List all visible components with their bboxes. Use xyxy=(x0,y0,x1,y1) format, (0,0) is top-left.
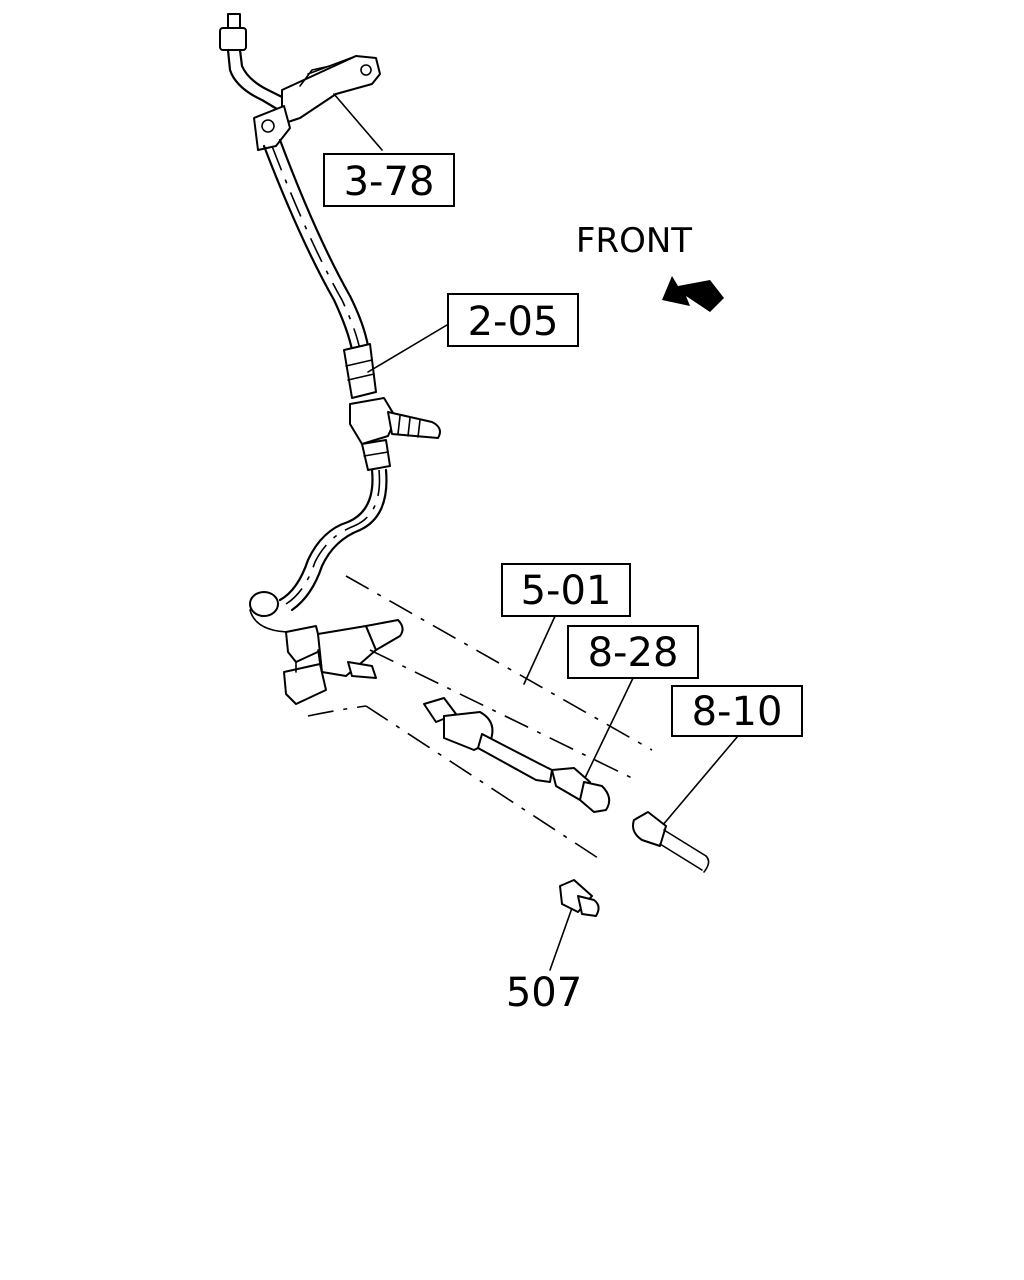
connector-b xyxy=(632,811,710,873)
main-hose xyxy=(262,138,370,352)
front-label: FRONT xyxy=(576,221,692,261)
label-terminal: 507 xyxy=(506,970,582,1016)
label-box-connector-a xyxy=(567,625,699,679)
label-connector-a: 8-28 xyxy=(588,630,679,676)
label-box-hose xyxy=(447,293,579,347)
label-hose: 2-05 xyxy=(468,299,559,345)
clip-bracket xyxy=(253,55,381,151)
upper-pipe xyxy=(219,13,290,114)
label-clip: 3-78 xyxy=(344,159,435,205)
lower-pipe xyxy=(278,468,388,612)
terminal-part xyxy=(559,879,600,917)
assembly-axes xyxy=(307,575,653,859)
front-arrow-icon xyxy=(662,276,724,312)
switch-body xyxy=(249,591,404,705)
label-box-switch xyxy=(501,563,631,617)
label-box-clip xyxy=(323,153,455,207)
label-connector-b: 8-10 xyxy=(692,689,783,735)
label-box-connector-b xyxy=(671,685,803,737)
label-switch: 5-01 xyxy=(521,568,612,614)
pressure-switch xyxy=(423,697,553,783)
connector-a xyxy=(551,767,611,813)
tee-junction xyxy=(343,343,441,471)
leader-lines xyxy=(333,93,739,971)
